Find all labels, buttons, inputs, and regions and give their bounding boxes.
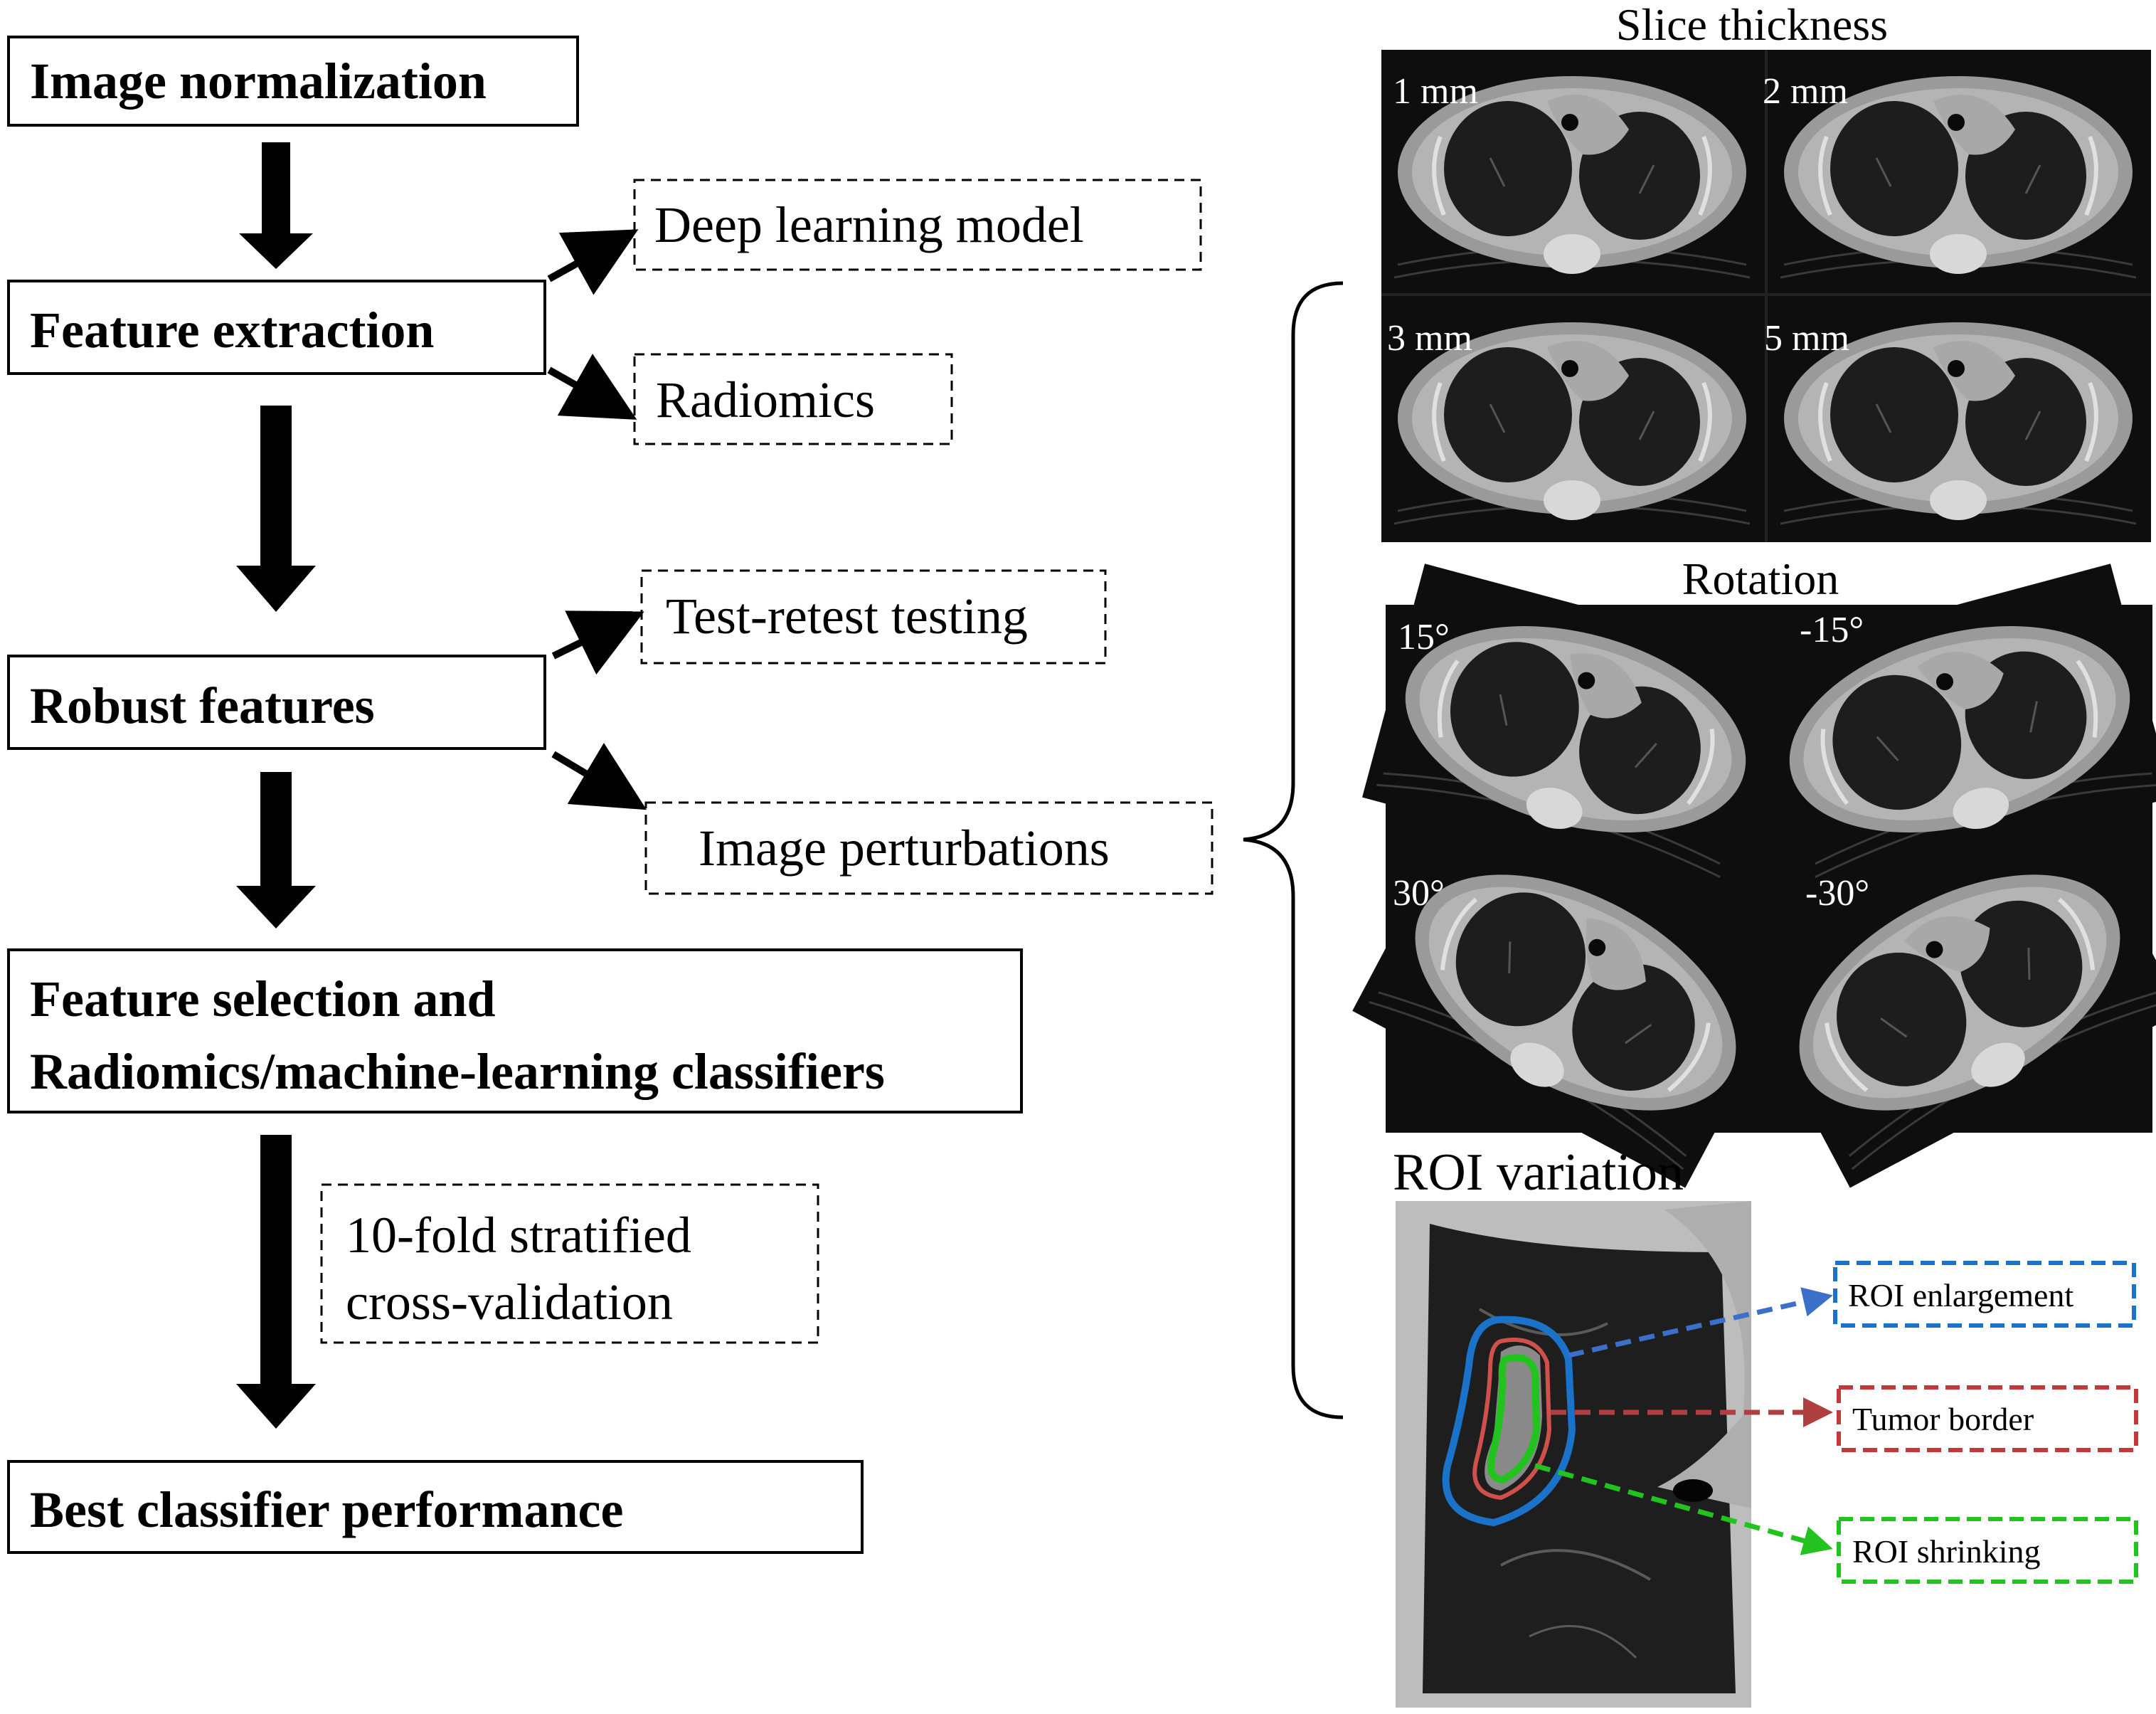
- down-arrow-1: [239, 142, 313, 269]
- arrow-roi-enlargement: [1568, 1287, 1833, 1358]
- roi-enlargement-contour: [1442, 1316, 1576, 1527]
- arrow-to-deep-learning: [547, 229, 639, 295]
- tumor-border-contour: [1472, 1338, 1552, 1501]
- roi-shrinking-label: ROI shrinking: [1852, 1533, 2041, 1570]
- rotation-title: Rotation: [1682, 554, 1839, 604]
- slice-label-3mm: 3 mm: [1387, 318, 1472, 359]
- step-image-normalization-box: [7, 36, 579, 127]
- step-feature-extraction-label: Feature extraction: [30, 302, 434, 359]
- cross-validation-box: [320, 1183, 819, 1344]
- down-arrow-3: [236, 772, 316, 929]
- roi-shrinking-box: [1837, 1517, 2138, 1584]
- test-retest-label: Test-retest testing: [666, 588, 1028, 645]
- slice-label-5mm: 5 mm: [1764, 318, 1849, 359]
- image-perturbations-label: Image perturbations: [699, 820, 1110, 877]
- cross-validation-label-line2: cross-validation: [346, 1274, 673, 1331]
- curly-brace: [1243, 281, 1344, 1419]
- radiomics-label: Radiomics: [656, 371, 875, 428]
- step-feature-selection-box: [7, 948, 1023, 1113]
- test-retest-box: [640, 569, 1107, 665]
- deep-learning-box: [633, 179, 1202, 271]
- arrow-to-radiomics: [547, 354, 637, 420]
- rotation-label-neg30: -30°: [1805, 873, 1869, 914]
- tumor-border-box: [1837, 1385, 2138, 1452]
- slice-label-1mm: 1 mm: [1393, 71, 1478, 112]
- arrow-to-test-retest: [551, 610, 644, 675]
- radiomics-box: [633, 353, 953, 445]
- roi-enlargement-label: ROI enlargement: [1848, 1277, 2073, 1313]
- roi-variation-title: ROI variation: [1393, 1143, 1684, 1202]
- step-image-normalization-label: Image normalization: [30, 53, 487, 110]
- step-best-classifier-box: [7, 1460, 864, 1554]
- down-arrow-2: [236, 406, 316, 612]
- step-feature-extraction-box: [7, 280, 546, 375]
- arrow-to-image-perturbations: [551, 743, 647, 810]
- step-best-classifier-label: Best classifier performance: [30, 1481, 623, 1538]
- down-arrow-4: [236, 1135, 316, 1429]
- deep-learning-label: Deep learning model: [654, 196, 1084, 253]
- step-robust-features-box: [7, 655, 546, 750]
- slice-label-2mm: 2 mm: [1763, 71, 1848, 112]
- image-perturbations-box: [644, 801, 1214, 895]
- slice-thickness-panel: [1381, 50, 2151, 542]
- step-robust-features-label: Robust features: [30, 677, 375, 734]
- rotation-panel: [1352, 564, 2156, 1187]
- rotation-label-30: 30°: [1393, 873, 1445, 914]
- tumor-border-label: Tumor border: [1852, 1401, 2034, 1437]
- cross-validation-label-line1: 10-fold stratified: [346, 1207, 691, 1264]
- step-feature-selection-label-line2: Radiomics/machine-learning classifiers: [30, 1043, 885, 1100]
- arrow-roi-shrinking: [1534, 1463, 1833, 1555]
- roi-enlargement-box: [1833, 1261, 2136, 1328]
- rotation-label-15: 15°: [1398, 617, 1450, 657]
- roi-ct-image: [1396, 1201, 1751, 1708]
- step-feature-selection-label-line1: Feature selection and: [30, 970, 496, 1027]
- slice-thickness-title: Slice thickness: [1616, 0, 1888, 50]
- rotation-label-neg15: -15°: [1800, 610, 1864, 650]
- roi-shrinking-contour: [1487, 1354, 1541, 1484]
